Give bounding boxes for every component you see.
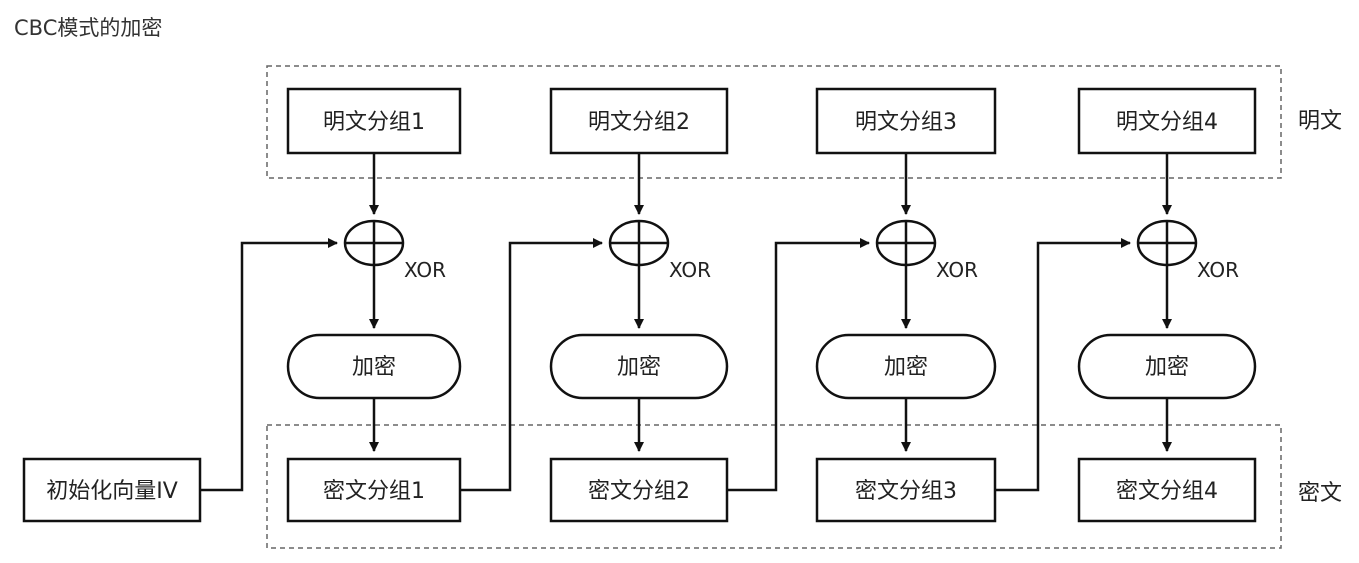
ciphertext-block-3 bbox=[815, 457, 997, 523]
ciphertext-block-4-label: 密文分组4 bbox=[1116, 479, 1218, 504]
encrypt-2-label: 加密 bbox=[617, 355, 661, 380]
plaintext-block-1 bbox=[286, 87, 462, 155]
ciphertext-block-4 bbox=[1077, 457, 1257, 523]
cipher-2-to-xor-3-arrow bbox=[727, 238, 870, 492]
diagram-title: CBC模式的加密 bbox=[14, 16, 163, 40]
xor-3-label: XOR bbox=[936, 258, 978, 282]
iv-box bbox=[22, 457, 202, 523]
block-2: 明文分组2 XOR 加密 密文分组2 bbox=[549, 87, 729, 523]
ciphertext-block-3-label: 密文分组3 bbox=[855, 479, 957, 504]
plaintext-block-2 bbox=[549, 87, 729, 155]
plaintext-block-1-label: 明文分组1 bbox=[323, 110, 425, 135]
encrypt-3-label: 加密 bbox=[884, 355, 928, 380]
ciphertext-block-1-label: 密文分组1 bbox=[323, 479, 425, 504]
ciphertext-side-label: 密文 bbox=[1298, 481, 1342, 506]
iv-label: 初始化向量IV bbox=[46, 479, 178, 504]
plaintext-block-3 bbox=[815, 87, 997, 155]
iv-to-xor-1-arrow bbox=[200, 238, 338, 492]
xor-4-label: XOR bbox=[1197, 258, 1239, 282]
block-4: 明文分组4 XOR 加密 密文分组4 bbox=[1077, 87, 1257, 523]
cipher-3-to-xor-4-arrow bbox=[995, 238, 1131, 492]
cipher-1-to-xor-2-arrow bbox=[460, 238, 603, 492]
plaintext-block-2-label: 明文分组2 bbox=[588, 110, 690, 135]
encrypt-4-label: 加密 bbox=[1145, 355, 1189, 380]
plaintext-side-label: 明文 bbox=[1298, 109, 1342, 134]
xor-2-label: XOR bbox=[669, 258, 711, 282]
plaintext-block-3-label: 明文分组3 bbox=[855, 110, 957, 135]
encrypt-1-label: 加密 bbox=[352, 355, 396, 380]
ciphertext-group-box bbox=[266, 424, 1282, 549]
block-1: 明文分组1 XOR 加密 密文分组1 bbox=[286, 87, 462, 523]
plaintext-block-4 bbox=[1077, 87, 1257, 155]
plaintext-group-box bbox=[266, 65, 1282, 179]
ciphertext-block-2-label: 密文分组2 bbox=[588, 479, 690, 504]
block-3: 明文分组3 XOR 加密 密文分组3 bbox=[815, 87, 997, 523]
xor-1-label: XOR bbox=[404, 258, 446, 282]
ciphertext-block-1 bbox=[286, 457, 462, 523]
plaintext-block-4-label: 明文分组4 bbox=[1116, 110, 1218, 135]
